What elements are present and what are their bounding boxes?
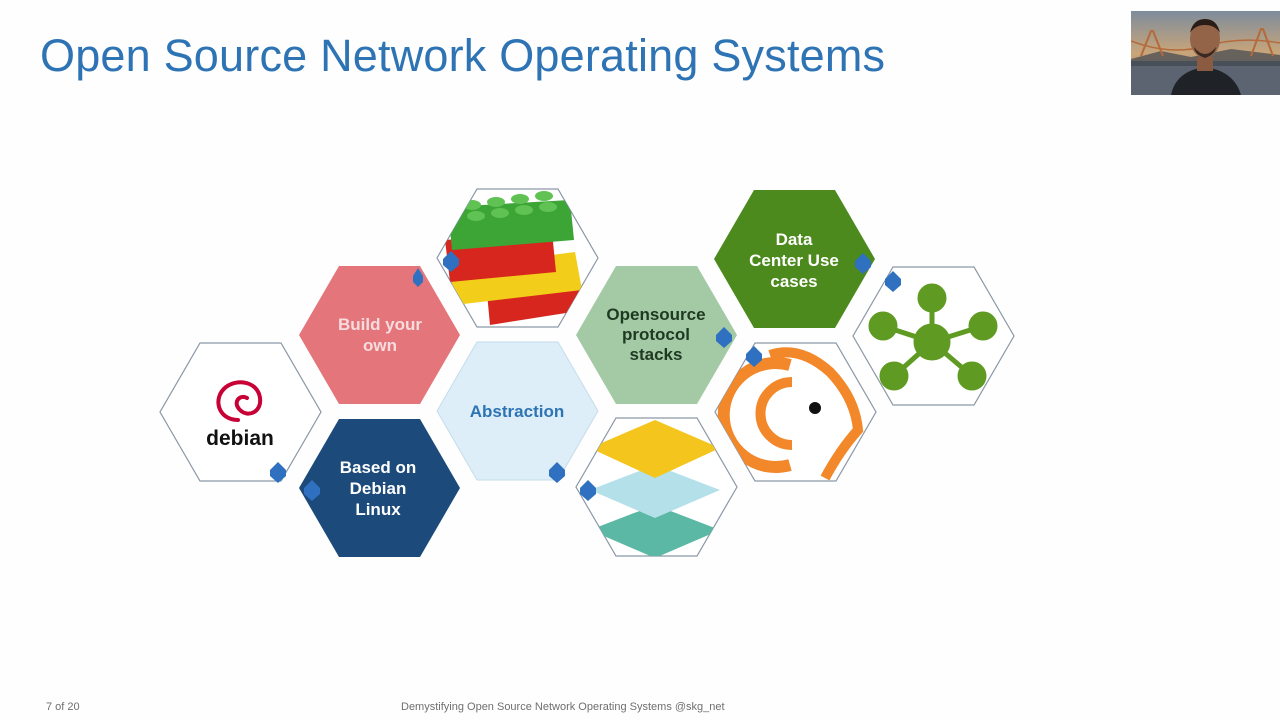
opensource-line-2: protocol: [622, 325, 690, 344]
layers-hexagon: [575, 417, 738, 557]
connector-dot: [855, 253, 871, 274]
hexagon-abstraction: Abstraction: [436, 341, 599, 481]
hexagon-opensource-protocol-stacks: Opensource protocol stacks: [576, 266, 737, 404]
data-center-line-2: Center Use: [749, 251, 839, 270]
based-on-debian-line-2: Debian: [350, 479, 407, 498]
hexagon-build-your-own: Build your own: [299, 266, 460, 404]
stacked-layers-icon: [590, 420, 720, 556]
connector-dot: [746, 346, 762, 367]
frr-bird-icon: [717, 347, 864, 481]
connector-dot: [716, 327, 732, 348]
connector-dot: [549, 462, 565, 483]
hexagon-data-center-use-cases: Data Center Use cases: [714, 190, 875, 328]
slide-title: Open Source Network Operating Systems: [40, 30, 886, 81]
presenter-webcam: [1131, 11, 1280, 95]
slide-footer-text: Demystifying Open Source Network Operati…: [401, 701, 725, 713]
abstraction-label: Abstraction: [470, 402, 564, 421]
build-your-own-line-2: own: [363, 336, 397, 355]
based-on-debian-line-3: Linux: [355, 500, 401, 519]
hexagon-connectors: [270, 251, 901, 501]
presenter-video: [1131, 11, 1280, 95]
hexagon-based-on-debian: Based on Debian Linux: [299, 419, 460, 557]
connector-dot: [304, 480, 320, 501]
build-your-own-line-1: Build your: [338, 315, 422, 334]
connector-dot: [443, 251, 459, 272]
opensource-line-3: stacks: [630, 345, 683, 364]
lego-bricks-hexagon: [436, 188, 599, 328]
based-on-debian-line-1: Based on: [340, 458, 417, 477]
topology-hexagon: [852, 266, 1015, 406]
data-center-line-3: cases: [770, 272, 817, 291]
connector-dot: [580, 480, 596, 501]
data-center-line-1: Data: [776, 230, 813, 249]
slide-page-number: 7 of 20: [46, 701, 80, 713]
connector-dot: [270, 462, 286, 483]
frr-logo-hexagon: [714, 342, 877, 482]
connector-dot: [885, 271, 901, 292]
debian-swirl-icon: [216, 380, 263, 422]
lego-bricks-icon: [445, 191, 585, 325]
debian-logo-hexagon: debian: [159, 342, 322, 482]
network-topology-icon: [868, 283, 998, 391]
debian-logo-text: debian: [206, 427, 274, 450]
connector-dot: [413, 268, 423, 287]
opensource-line-1: Opensource: [606, 305, 705, 324]
